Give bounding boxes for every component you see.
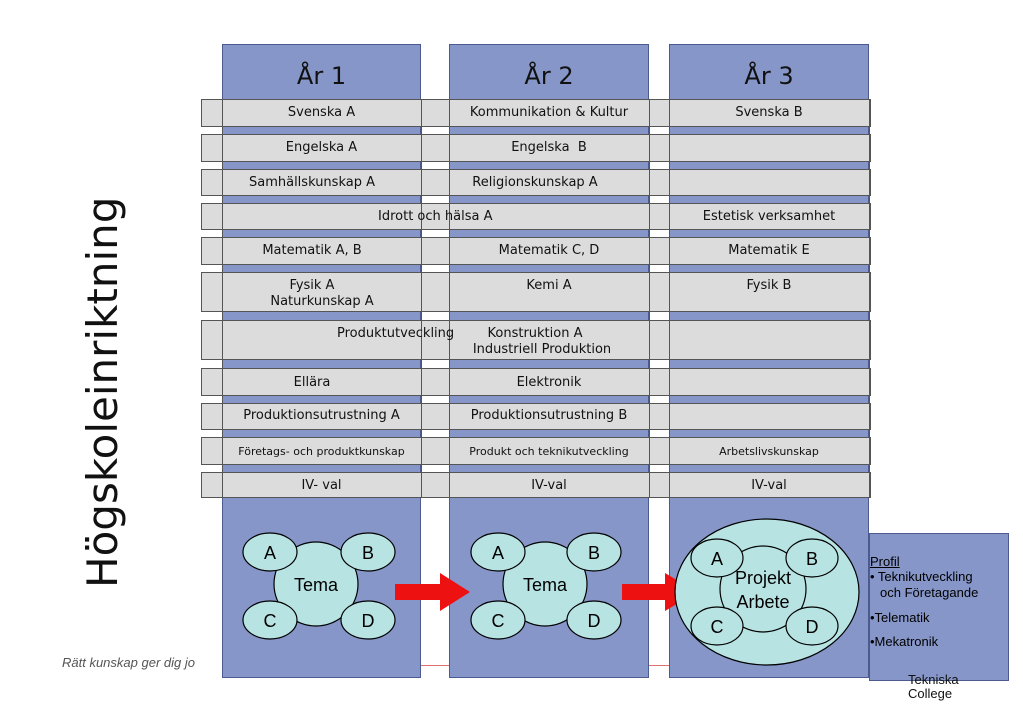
bubble-c-y3 bbox=[690, 606, 744, 646]
diagram-year-2: Tema A B C D bbox=[470, 532, 622, 640]
row-band-produktutveckling bbox=[201, 320, 871, 360]
row-band-samhall bbox=[201, 169, 871, 196]
footer-tagline: Rätt kunskap ger dig jo bbox=[62, 655, 195, 670]
cell-r7-span: Produktutveckling bbox=[337, 326, 455, 341]
cell-r10-y1: Företags- och produktkunskap bbox=[238, 445, 405, 458]
bubble-b-label-y1: B bbox=[362, 543, 374, 563]
cell-r5-y2: Matematik C, D bbox=[498, 243, 600, 258]
band-divider-2 bbox=[421, 99, 422, 498]
year-1-heading: År 1 bbox=[296, 62, 347, 90]
band-divider-4 bbox=[649, 99, 650, 498]
bubble-d-label-y3: D bbox=[806, 617, 819, 637]
bubble-b-label-y2: B bbox=[588, 543, 600, 563]
bubble-a-label-y1: A bbox=[264, 543, 276, 563]
bubble-d-y2 bbox=[566, 600, 622, 640]
cell-r5-y1: Matematik A, B bbox=[262, 243, 362, 258]
bubble-b-y3 bbox=[785, 538, 839, 578]
arrow-y1-to-y2 bbox=[395, 573, 470, 611]
cell-r5-y3: Matematik E bbox=[728, 243, 810, 258]
project-label-line1: Projekt bbox=[735, 568, 791, 588]
diagram-year-3: Projekt Arbete A B C D bbox=[674, 518, 860, 666]
cell-r4-y3: Estetisk verksamhet bbox=[702, 209, 836, 224]
bubble-b-y1 bbox=[340, 532, 396, 572]
band-divider-5 bbox=[669, 99, 670, 498]
cell-r6-y2: Kemi A bbox=[526, 278, 572, 293]
row-band-produktionsutrustning bbox=[201, 403, 871, 430]
cell-r9-y2: Produktionsutrustning B bbox=[470, 408, 628, 423]
tema-label-y1: Tema bbox=[294, 575, 339, 595]
year-2-heading: År 2 bbox=[524, 62, 574, 90]
cell-r3-y1: Samhällskunskap A bbox=[248, 175, 375, 190]
cell-r9-y1: Produktionsutrustning A bbox=[243, 408, 400, 423]
cell-r6-y1-line2: Naturkunskap A bbox=[270, 294, 374, 309]
bubble-c-label-y3: C bbox=[711, 617, 724, 637]
row-band-matematik bbox=[201, 237, 871, 265]
tema-label-y2: Tema bbox=[523, 575, 568, 595]
bubble-b-label-y3: B bbox=[806, 549, 818, 569]
bubble-d-y1 bbox=[340, 600, 396, 640]
cell-r1-y1: Svenska A bbox=[287, 105, 356, 120]
band-divider-1 bbox=[222, 99, 223, 498]
cell-r10-y2: Produkt och teknikutveckling bbox=[469, 445, 629, 458]
row-band-iv bbox=[201, 472, 871, 498]
bubble-a-y2 bbox=[470, 532, 526, 572]
profil-box: Profil • Teknikutveckling och Företagand… bbox=[869, 533, 1009, 681]
cell-r8-y1: Ellära bbox=[293, 375, 331, 390]
cell-r2-y2: Engelska B bbox=[511, 140, 587, 155]
row-band-fysik bbox=[201, 272, 871, 312]
cell-r6-y3: Fysik B bbox=[746, 278, 792, 293]
row-band-idrott bbox=[201, 203, 871, 230]
bubble-c-y2 bbox=[470, 600, 526, 640]
cell-r6-y1-line1: Fysik A bbox=[289, 278, 335, 293]
bubble-a-y3 bbox=[690, 538, 744, 578]
logo-text-line2: College bbox=[908, 686, 953, 701]
bubble-a-label-y2: A bbox=[492, 543, 504, 563]
cell-r10-y3: Arbetslivskunskap bbox=[719, 445, 819, 458]
cell-r1-y2: Kommunikation & Kultur bbox=[469, 105, 629, 120]
cell-r11-y2: IV-val bbox=[531, 478, 567, 493]
profil-title: Profil bbox=[870, 554, 900, 569]
year-3-heading: År 3 bbox=[744, 62, 794, 90]
cell-r4-span: Idrott och hälsa A bbox=[378, 209, 493, 224]
cell-r2-y1: Engelska A bbox=[285, 140, 358, 155]
bubble-d-y3 bbox=[785, 606, 839, 646]
tema-circle-y1 bbox=[273, 541, 359, 627]
bubble-a-y1 bbox=[242, 532, 298, 572]
project-label-line2: Arbete bbox=[736, 592, 789, 612]
bubble-c-label-y1: C bbox=[264, 611, 277, 631]
bubble-a-label-y3: A bbox=[711, 549, 723, 569]
band-divider-3 bbox=[449, 99, 450, 498]
profil-item-teknikutveckling: • Teknikutveckling bbox=[870, 569, 973, 584]
row-band-foretags bbox=[201, 437, 871, 465]
bubble-d-label-y2: D bbox=[588, 611, 601, 631]
cell-r1-y3: Svenska B bbox=[735, 105, 803, 120]
project-circle bbox=[719, 545, 807, 633]
tema-circle-y2 bbox=[502, 541, 588, 627]
bubble-b-y2 bbox=[566, 532, 622, 572]
bubble-c-y1 bbox=[242, 600, 298, 640]
cell-r3-y2: Religionskunskap A bbox=[472, 175, 598, 190]
profil-item-telematik: •Telematik bbox=[870, 610, 930, 625]
band-divider-6 bbox=[869, 99, 870, 498]
cell-r11-y3: IV-val bbox=[751, 478, 787, 493]
row-band-engelska bbox=[201, 134, 871, 162]
cell-r8-y2: Elektronik bbox=[516, 375, 582, 390]
bubble-d-label-y1: D bbox=[362, 611, 375, 631]
row-band-svenska bbox=[201, 99, 871, 127]
profil-item-teknikutveckling-cont: och Företagande bbox=[880, 585, 979, 600]
logo-text-line1: Tekniska bbox=[908, 672, 959, 687]
cell-r11-y1: IV- val bbox=[301, 478, 342, 493]
bubble-c-label-y2: C bbox=[492, 611, 505, 631]
cell-r7-y2-line1: Konstruktion A bbox=[487, 326, 583, 341]
diagram-year-1: Tema A B C D bbox=[242, 532, 396, 640]
row-band-ellara bbox=[201, 368, 871, 396]
cell-r7-y2-line2: Industriell Produktion bbox=[472, 342, 612, 357]
profil-item-mekatronik: •Mekatronik bbox=[870, 634, 939, 649]
